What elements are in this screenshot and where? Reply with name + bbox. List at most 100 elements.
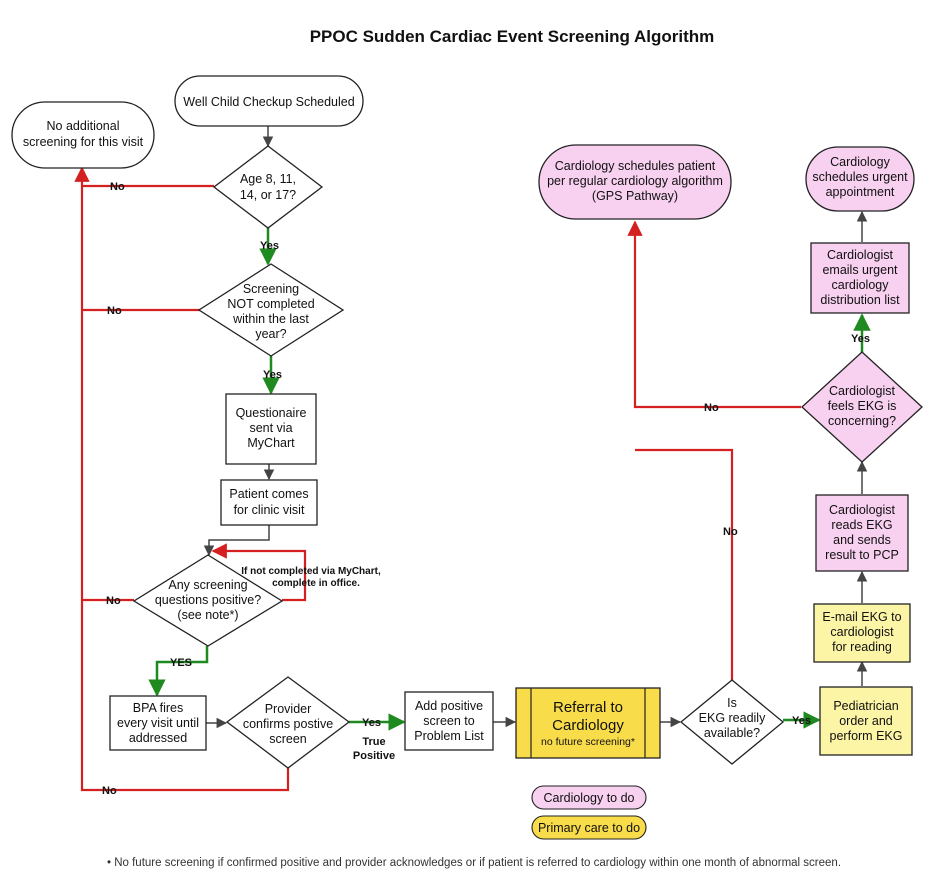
svg-text:concerning?: concerning? [828, 414, 896, 428]
svg-text:Cardiologist: Cardiologist [829, 384, 896, 398]
add-positive-node: Add positive screen to Problem List [404, 691, 494, 751]
label-no-provider: No [102, 785, 117, 797]
svg-text:Add positive: Add positive [415, 699, 483, 713]
svg-text:Provider: Provider [265, 702, 312, 716]
svg-text:for clinic visit: for clinic visit [234, 503, 305, 517]
svg-text:Cardiologist: Cardiologist [829, 503, 896, 517]
label-yes-provider: Yes [362, 717, 381, 729]
svg-text:for reading: for reading [832, 640, 892, 654]
svg-text:Any screening: Any screening [168, 578, 247, 592]
cardiologist-reads-node: Cardiologist reads EKG and sends result … [815, 494, 909, 572]
svg-text:Primary care to do: Primary care to do [538, 821, 640, 835]
svg-text:order and: order and [839, 714, 893, 728]
arrow-patient-anypositive [203, 525, 270, 557]
svg-text:(GPS Pathway): (GPS Pathway) [592, 189, 678, 203]
questionnaire-node: Questionaire sent via MyChart [225, 393, 317, 465]
svg-text:sent via: sent via [249, 421, 292, 435]
cardiologist-emails-node: Cardiologist emails urgent cardiology di… [810, 242, 910, 314]
office-loop-line [211, 543, 307, 602]
svg-text:Screening: Screening [243, 282, 299, 296]
ekg-available-decision: Is EKG readily available? [679, 679, 785, 765]
label-true: True [362, 736, 385, 748]
referral-to-cardiology-node: Referral to Cardiology no future screeni… [515, 687, 661, 759]
svg-text:screen: screen [269, 732, 307, 746]
svg-text:and sends: and sends [833, 533, 891, 547]
label-no-age: No [110, 181, 125, 193]
label-no-screening: No [107, 305, 122, 317]
svg-text:schedules urgent: schedules urgent [812, 170, 908, 184]
svg-text:per regular cardiology algorit: per regular cardiology algorithm [547, 174, 723, 188]
legend-cardiology: Cardiology to do [531, 785, 647, 810]
svg-text:reads EKG: reads EKG [831, 518, 892, 532]
svg-text:distribution list: distribution list [820, 293, 900, 307]
label-yes-ekg: Yes [792, 715, 811, 727]
svg-text:every visit until: every visit until [117, 716, 199, 730]
bpa-fires-node: BPA fires every visit until addressed [109, 695, 207, 751]
label-no-any-positive: No [106, 595, 121, 607]
label-office-note-2: complete in office. [272, 578, 360, 589]
svg-text:confirms postive: confirms postive [243, 717, 333, 731]
svg-text:EKG readily: EKG readily [699, 711, 766, 725]
well-child-checkup-node: Well Child Checkup Scheduled [174, 75, 364, 127]
screening-not-completed-decision: Screening NOT completed within the last … [197, 263, 345, 357]
pediatrician-node: Pediatrician order and perform EKG [819, 686, 913, 756]
svg-text:emails urgent: emails urgent [822, 263, 898, 277]
svg-text:Cardiologist: Cardiologist [827, 248, 894, 262]
svg-text:addressed: addressed [129, 731, 187, 745]
svg-text:perform EKG: perform EKG [830, 729, 903, 743]
legend-primary-care: Primary care to do [531, 815, 647, 840]
arrow-anypositive-bpa [148, 646, 209, 697]
label-yes-age: Yes [260, 240, 279, 252]
svg-text:year?: year? [255, 327, 286, 341]
footnote: • No future screening if confirmed posit… [107, 857, 841, 869]
svg-text:Problem List: Problem List [414, 729, 484, 743]
no-return-line [74, 166, 290, 792]
patient-comes-node: Patient comes for clinic visit [220, 479, 318, 526]
svg-text:no future screening*: no future screening* [541, 736, 635, 748]
label-yes-screening: Yes [263, 369, 282, 381]
arrow-feels-regular [627, 220, 801, 409]
svg-text:within the last: within the last [232, 312, 309, 326]
svg-text:Cardiology schedules patient: Cardiology schedules patient [555, 159, 716, 173]
svg-text:Pediatrician: Pediatrician [833, 699, 898, 713]
cardiology-urgent-node: Cardiology schedules urgent appointment [805, 146, 915, 212]
label-office-note-1: If not completed via MyChart, [241, 566, 381, 577]
label-yes-any-positive: YES [170, 657, 192, 669]
cardiologist-feels-decision: Cardiologist feels EKG is concerning? [801, 351, 923, 463]
label-yes-feels: Yes [851, 333, 870, 345]
any-positive-decision: Any screening questions positive? (see n… [132, 554, 284, 647]
no-additional-screening-node: No additional screening for this visit [11, 101, 155, 169]
svg-text:appointment: appointment [826, 185, 895, 199]
svg-text:result to PCP: result to PCP [825, 548, 899, 562]
svg-text:questions positive?: questions positive? [155, 593, 261, 607]
svg-text:E-mail EKG to: E-mail EKG to [822, 610, 901, 624]
svg-text:Age 8, 11,: Age 8, 11, [240, 172, 296, 186]
svg-text:screening for this visit: screening for this visit [23, 135, 144, 149]
svg-text:Cardiology: Cardiology [830, 155, 891, 169]
svg-text:Well Child Checkup Scheduled: Well Child Checkup Scheduled [183, 95, 354, 109]
svg-text:Referral to: Referral to [553, 699, 623, 716]
svg-text:BPA fires: BPA fires [133, 701, 183, 715]
svg-text:feels EKG is: feels EKG is [828, 399, 897, 413]
svg-text:available?: available? [704, 726, 760, 740]
label-positive: Positive [353, 750, 395, 762]
page-title: PPOC Sudden Cardiac Event Screening Algo… [310, 27, 715, 46]
svg-text:Is: Is [727, 696, 737, 710]
cardiology-regular-node: Cardiology schedules patient per regular… [538, 144, 732, 220]
svg-text:Patient comes: Patient comes [229, 487, 308, 501]
provider-confirms-decision: Provider confirms postive screen [225, 676, 351, 769]
svg-text:No additional: No additional [47, 119, 120, 133]
svg-text:NOT completed: NOT completed [227, 297, 314, 311]
svg-text:(see note*): (see note*) [177, 608, 238, 622]
svg-text:Cardiology: Cardiology [552, 717, 624, 734]
label-no-feels: No [704, 402, 719, 414]
svg-text:14, or 17?: 14, or 17? [240, 188, 296, 202]
age-decision: Age 8, 11, 14, or 17? [212, 145, 324, 229]
svg-text:MyChart: MyChart [247, 436, 295, 450]
svg-text:cardiology: cardiology [832, 278, 890, 292]
svg-text:screen to: screen to [423, 714, 474, 728]
line-ekg-no [635, 448, 734, 680]
svg-text:cardiologist: cardiologist [830, 625, 894, 639]
email-ekg-node: E-mail EKG to cardiologist for reading [813, 603, 911, 663]
